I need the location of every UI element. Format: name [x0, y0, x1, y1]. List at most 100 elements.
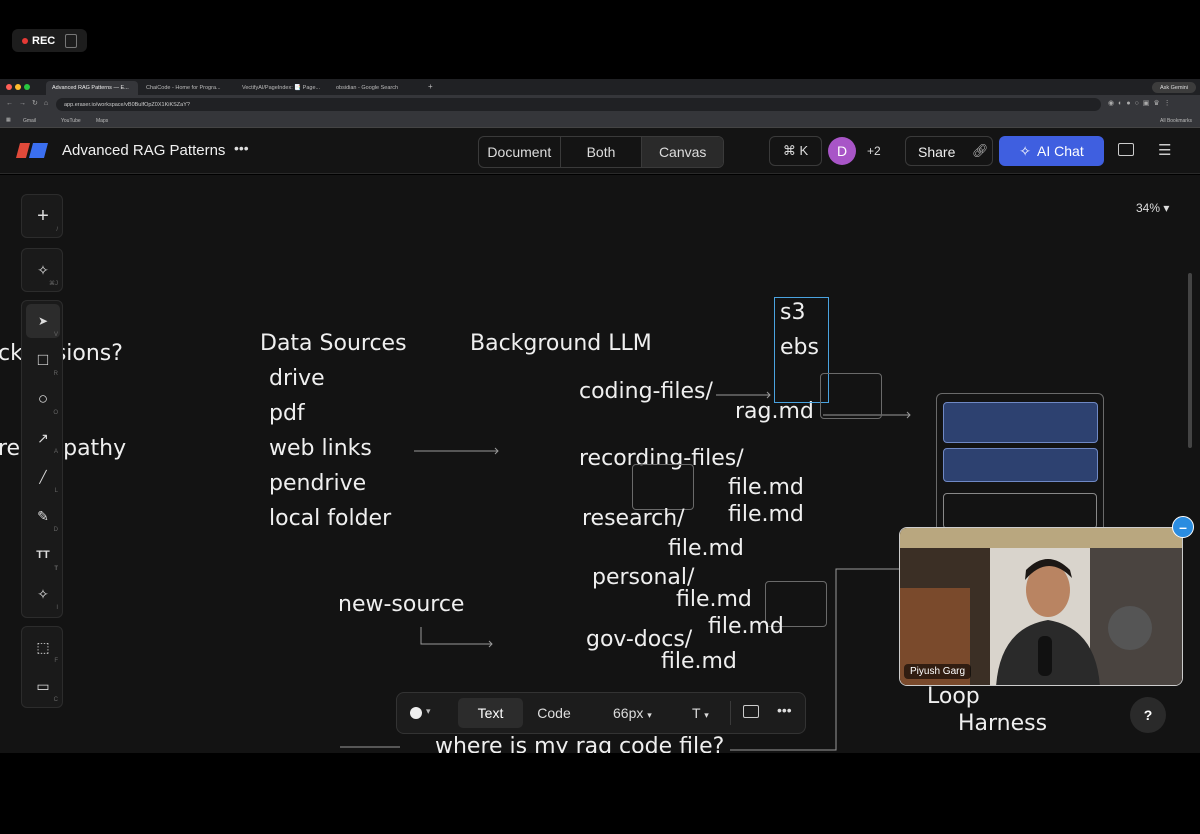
comment-icon[interactable]: [743, 705, 759, 718]
file-text[interactable]: file.md: [728, 475, 804, 500]
tab-both[interactable]: Both: [561, 137, 643, 167]
partial-text[interactable]: re arapathy: [0, 436, 127, 461]
text-tab[interactable]: Text: [458, 698, 523, 728]
source-item[interactable]: pendrive: [269, 471, 367, 496]
new-tab-icon[interactable]: +: [428, 82, 433, 91]
folder-text[interactable]: gov-docs/: [586, 627, 693, 652]
add-button[interactable]: +/: [37, 204, 58, 234]
loop-text[interactable]: Loop: [927, 684, 980, 709]
ask-gemini-button[interactable]: Ask Gemini: [1152, 82, 1196, 93]
ai-tool-group: ✧⌘J: [21, 248, 63, 292]
avatar[interactable]: D: [828, 137, 856, 165]
icon-search-tool-icon[interactable]: ✧I: [37, 585, 58, 612]
chevron-down-icon: ▾: [647, 710, 652, 720]
extension-icons[interactable]: ◉◐●○▣♛⋮: [1108, 100, 1175, 107]
new-source-text[interactable]: new-source: [338, 592, 465, 617]
browser-tab[interactable]: Advanced RAG Patterns — E...: [46, 81, 138, 95]
document-title[interactable]: Advanced RAG Patterns: [62, 142, 226, 159]
more-options-icon[interactable]: •••: [777, 702, 792, 718]
background-llm-text[interactable]: Background LLM: [470, 331, 652, 356]
outline-icon[interactable]: ☰: [1158, 142, 1172, 159]
ai-chat-button[interactable]: ✧AI Chat: [999, 136, 1104, 166]
file-text[interactable]: file.md: [661, 649, 737, 674]
tab-canvas[interactable]: Canvas: [642, 137, 723, 167]
line-tool-icon[interactable]: ╱L: [39, 470, 58, 494]
file-text[interactable]: file.md: [668, 536, 744, 561]
more-options-icon[interactable]: •••: [234, 140, 249, 156]
share-button[interactable]: Share 🔗︎: [905, 136, 993, 166]
comments-icon[interactable]: [1118, 143, 1134, 156]
selection-box[interactable]: [774, 297, 829, 403]
stack-item[interactable]: [943, 493, 1097, 529]
select-tool-icon[interactable]: ➤V: [26, 304, 60, 338]
font-size-select[interactable]: 66px ▾: [613, 705, 652, 721]
bookmark-youtube[interactable]: YouTube: [61, 118, 81, 124]
browser-tab[interactable]: VectifyAI/PageIndex: 📑 Page...: [242, 85, 321, 91]
tab-document[interactable]: Document: [479, 137, 561, 167]
ai-magic-icon[interactable]: ✧⌘J: [37, 261, 58, 288]
color-swatch[interactable]: [410, 707, 422, 719]
eraser-logo-icon[interactable]: [16, 143, 48, 159]
file-text[interactable]: file.md: [676, 587, 752, 612]
source-item[interactable]: pdf: [269, 401, 305, 426]
harness-text[interactable]: Harness: [958, 711, 1048, 736]
webcam-video: [899, 527, 1183, 686]
url-field[interactable]: app.eraser.io/workspace/vB0BulfOpZ0X1KiK…: [56, 98, 1101, 111]
rec-badge[interactable]: REC: [12, 29, 87, 52]
close-window-icon[interactable]: [6, 84, 12, 90]
ai-chat-label: AI Chat: [1037, 143, 1084, 159]
storage-text[interactable]: ebs: [780, 335, 819, 360]
rectangle-tool-icon[interactable]: □R: [37, 350, 58, 377]
code-tab[interactable]: Code: [537, 705, 571, 721]
folder-text[interactable]: research/: [582, 506, 685, 531]
source-item[interactable]: web links: [269, 436, 372, 461]
folder-text[interactable]: recording-files/: [579, 446, 744, 471]
chevron-down-icon[interactable]: ▾: [426, 706, 431, 716]
bookmark-maps[interactable]: Maps: [96, 118, 109, 124]
frame-tool-icon[interactable]: ⬚F: [36, 638, 58, 665]
file-text[interactable]: file.md: [708, 614, 784, 639]
source-item[interactable]: local folder: [269, 506, 392, 531]
folder-text[interactable]: coding-files/: [579, 379, 713, 404]
storage-text[interactable]: s3: [780, 300, 806, 325]
extra-users-count[interactable]: +2: [867, 144, 881, 158]
empty-box[interactable]: [765, 581, 827, 627]
apps-grid-icon[interactable]: ▦: [6, 117, 11, 123]
notes-icon[interactable]: [65, 33, 78, 48]
extra-tools: ⬚F ▭C: [21, 626, 63, 708]
vertical-scrollbar[interactable]: [1188, 273, 1192, 448]
divider: [730, 701, 731, 725]
comment-tool-icon[interactable]: ▭C: [36, 677, 58, 704]
file-text[interactable]: rag.md: [735, 399, 814, 424]
presenter-name: Piyush Garg: [904, 664, 972, 679]
maximize-window-icon[interactable]: [24, 84, 30, 90]
folder-text[interactable]: personal/: [592, 565, 695, 590]
empty-box[interactable]: [820, 373, 882, 419]
minimize-window-icon[interactable]: [15, 84, 21, 90]
zoom-level[interactable]: 34% ▾: [1136, 201, 1170, 215]
nav-buttons[interactable]: ←→↻⌂: [6, 100, 55, 107]
file-text[interactable]: file.md: [728, 502, 804, 527]
view-toggle: Document Both Canvas: [478, 136, 724, 168]
bookmark-gmail[interactable]: Gmail: [23, 118, 37, 124]
command-palette-button[interactable]: ⌘ K: [769, 136, 822, 166]
minimize-webcam-button[interactable]: –: [1172, 516, 1194, 538]
empty-box[interactable]: [632, 464, 694, 510]
font-select[interactable]: T ▾: [692, 705, 709, 721]
all-bookmarks[interactable]: All Bookmarks: [1160, 118, 1192, 124]
stack-item[interactable]: [943, 448, 1098, 482]
text-format-toolbar: ▾ Text Code 66px ▾ T ▾ •••: [396, 692, 806, 734]
add-tool-group: +/: [21, 194, 63, 238]
rec-label: REC: [32, 34, 56, 47]
help-button[interactable]: ?: [1130, 697, 1166, 733]
browser-tab[interactable]: obsidian - Google Search: [336, 85, 399, 91]
pencil-tool-icon[interactable]: ✎D: [37, 507, 58, 534]
ellipse-tool-icon[interactable]: ○O: [37, 389, 58, 416]
arrow-tool-icon[interactable]: ↗A: [37, 429, 58, 456]
data-sources-title[interactable]: Data Sources: [260, 331, 407, 356]
stack-item[interactable]: [943, 402, 1098, 443]
question-text[interactable]: where is my rag code file?: [435, 734, 725, 754]
source-item[interactable]: drive: [269, 366, 325, 391]
browser-tab[interactable]: ChaiCode - Home for Progra...: [146, 85, 221, 91]
